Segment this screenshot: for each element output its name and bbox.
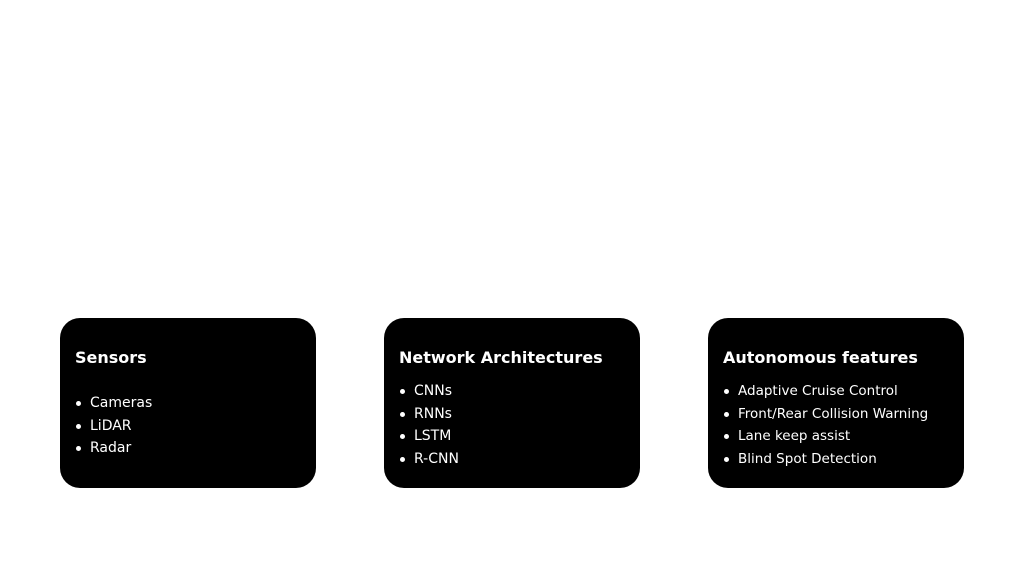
list-item-text: Adaptive Cruise Control: [738, 383, 898, 399]
list-item-text: Radar: [90, 440, 132, 456]
bullet-icon: [400, 434, 405, 439]
list-item: Adaptive Cruise Control: [723, 380, 928, 403]
list-item: Lane keep assist: [723, 425, 928, 448]
list-item-text: Front/Rear Collision Warning: [738, 405, 929, 422]
list-item-text: CNNs: [414, 383, 453, 399]
network-architectures-title: Network Architectures: [399, 348, 603, 367]
list-item: LSTM: [399, 425, 459, 448]
list-item: Cameras: [75, 392, 152, 415]
list-item-text: Cameras: [90, 395, 153, 411]
car-icon: [310, 102, 714, 226]
sensors-title: Sensors: [75, 348, 147, 367]
sensors-card: Sensors Cameras LiDAR Radar: [60, 318, 316, 488]
bullet-icon: [400, 456, 405, 462]
connector-lines: [186, 160, 838, 312]
list-item-text: RNNs: [414, 405, 452, 422]
list-item-text: LSTM: [414, 428, 452, 444]
bullet-icon: [724, 389, 729, 394]
list-item: RNNs: [399, 403, 459, 426]
list-item: CNNs: [399, 380, 459, 403]
autonomous-features-card: Autonomous features Adaptive Cruise Cont…: [708, 318, 964, 488]
sensors-list: Cameras LiDAR Radar: [75, 392, 152, 460]
list-item-text: R-CNN: [414, 450, 459, 467]
list-item: Front/Rear Collision Warning: [723, 403, 928, 426]
bullet-icon: [76, 401, 81, 406]
list-item: LiDAR: [75, 415, 152, 438]
list-item: R-CNN: [399, 448, 459, 471]
bullet-icon: [724, 456, 729, 462]
bullet-icon: [724, 411, 729, 417]
autonomous-features-title: Autonomous features: [723, 348, 918, 367]
list-item: Radar: [75, 437, 152, 460]
bullet-icon: [400, 411, 405, 417]
bullet-icon: [400, 389, 405, 394]
list-item-text: LiDAR: [90, 417, 132, 434]
bullet-icon: [76, 423, 81, 429]
list-item-text: Lane keep assist: [738, 428, 851, 444]
list-item: Blind Spot Detection: [723, 448, 928, 471]
autonomous-features-list: Adaptive Cruise Control Front/Rear Colli…: [723, 380, 928, 470]
network-architectures-list: CNNs RNNs LSTM R-CNN: [399, 380, 459, 470]
bullet-icon: [724, 434, 729, 439]
bullet-icon: [76, 446, 81, 451]
network-architectures-card: Network Architectures CNNs RNNs LSTM R-C…: [384, 318, 640, 488]
list-item-text: Blind Spot Detection: [738, 450, 877, 467]
